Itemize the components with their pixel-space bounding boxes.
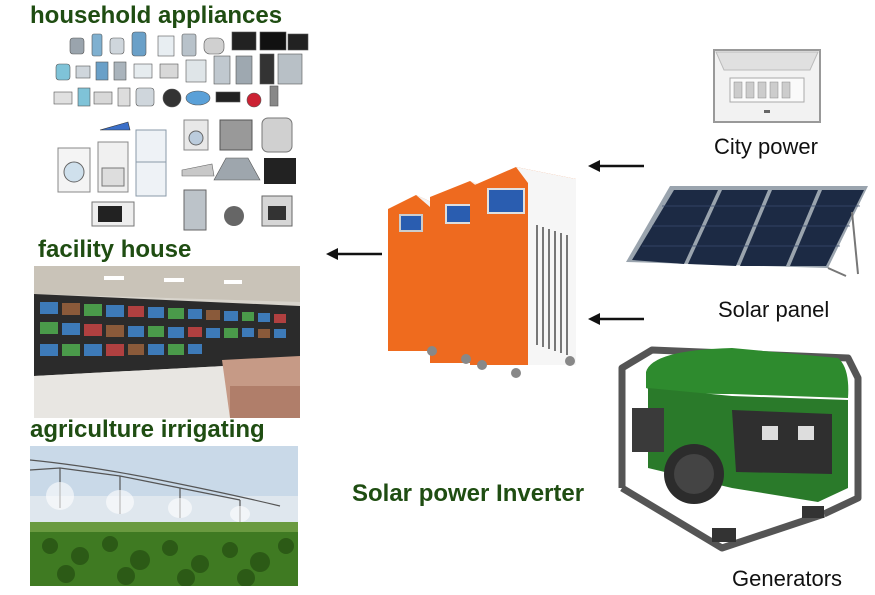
facility-house-label: facility house (38, 236, 192, 263)
household-appliances-label: household appliances (30, 2, 283, 29)
control-room-icon (34, 266, 300, 418)
city-power-label: City power (714, 134, 818, 159)
breaker-box-icon (712, 48, 822, 124)
appliances-grid-icon (48, 30, 310, 235)
agriculture-irrigating-label: agriculture irrigating (30, 416, 265, 443)
generators-label: Generators (732, 566, 843, 591)
inverter-cabinets-icon (386, 165, 580, 380)
arrow-from-solar-generator-icon (588, 312, 644, 326)
solar-panel-label: Solar panel (718, 297, 830, 322)
irrigation-field-icon (30, 446, 298, 586)
arrow-to-loads-icon (326, 247, 382, 261)
inverter-label: Solar power Inverter (352, 480, 585, 507)
arrow-from-city-power-icon (588, 159, 644, 173)
solar-panel-icon (622, 182, 870, 278)
generator-icon (612, 338, 864, 564)
